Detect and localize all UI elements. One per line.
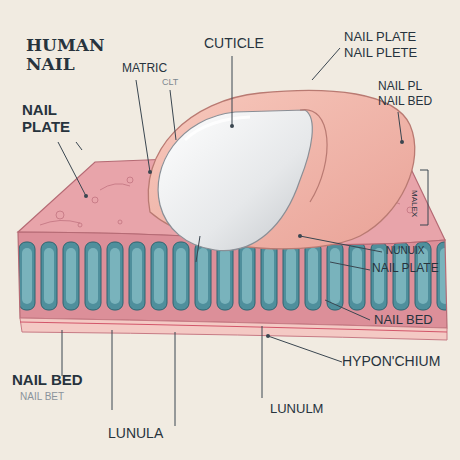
leader-dots — [84, 124, 404, 338]
part-label: MATRIC — [122, 62, 167, 75]
part-label: NAIL BED — [378, 95, 432, 108]
nail-plate-shape — [158, 110, 312, 251]
part-label: CLT — [162, 78, 178, 88]
part-label: NAIL PLATE — [372, 262, 439, 275]
part-label: NAIL BET — [20, 391, 64, 402]
part-label: NAIL BED — [12, 372, 83, 389]
part-label: LUNULA — [108, 426, 163, 441]
part-label: NAIL PLATE — [344, 30, 416, 44]
part-label: NUNUIX — [386, 245, 424, 256]
nail-highlight — [185, 117, 250, 140]
part-label: NAIL PL — [378, 80, 422, 93]
part-label: CUTICLE — [204, 36, 264, 51]
part-label: HYPON'CHIUM — [342, 354, 440, 369]
part-label: MALEX — [409, 190, 418, 217]
part-label: LUNULM — [270, 402, 323, 416]
part-label: NAIL PLETE — [344, 46, 417, 60]
part-label: NAIL BED — [374, 313, 433, 327]
diagram-title: HUMAN NAIL — [26, 36, 122, 73]
part-label: NAIL PLATE — [22, 102, 92, 135]
cuticle-fold — [300, 110, 327, 202]
leader-lines — [58, 48, 428, 426]
